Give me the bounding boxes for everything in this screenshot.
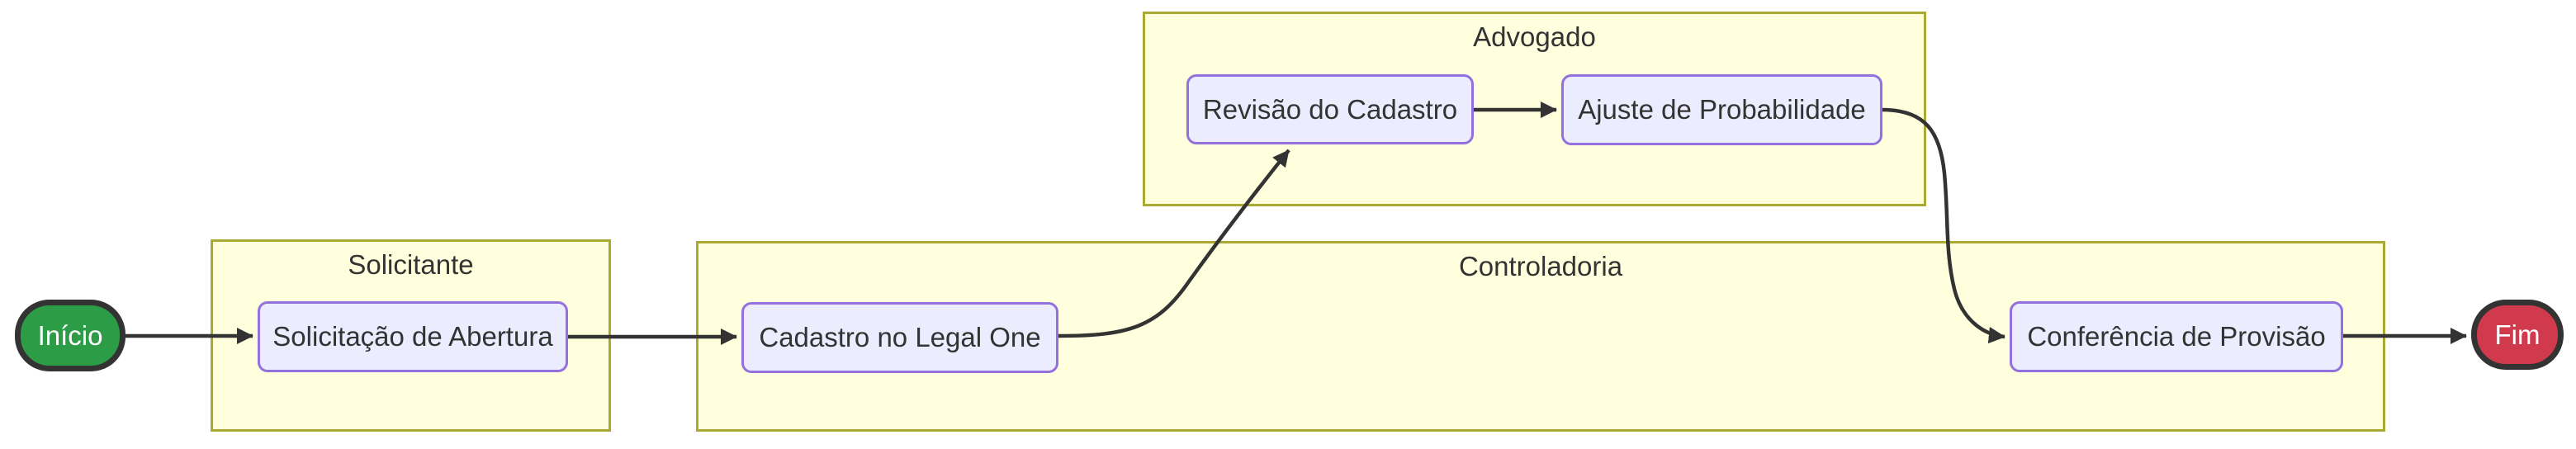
node-label: Conferência de Provisão <box>2027 321 2326 352</box>
node-ajuste-de-probabilidade: Ajuste de Probabilidade <box>1561 74 1882 145</box>
edge-cadastro-revisao <box>1058 149 1290 338</box>
node-label: Ajuste de Probabilidade <box>1578 94 1866 125</box>
start-node-label: Início <box>37 319 103 351</box>
end-node-fim: Fim <box>2471 300 2564 370</box>
subgraph-controladoria-title: Controladoria <box>1458 251 1623 281</box>
node-conferencia-de-provisao: Conferência de Provisão <box>2010 301 2343 372</box>
subgraph-solicitante-title: Solicitante <box>348 249 474 280</box>
subgraph-advogado-title: Advogado <box>1473 21 1596 52</box>
node-label: Solicitação de Abertura <box>272 321 553 352</box>
end-node-label: Fim <box>2494 319 2540 350</box>
node-solicitacao-de-abertura: Solicitação de Abertura <box>258 301 568 372</box>
node-label: Cadastro no Legal One <box>759 322 1041 352</box>
node-label: Revisão do Cadastro <box>1202 93 1458 125</box>
start-node-inicio: Início <box>15 300 125 371</box>
node-cadastro-no-legal-one: Cadastro no Legal One <box>741 302 1058 373</box>
edge-ajuste-conferencia <box>1882 107 2006 344</box>
node-revisao-do-cadastro: Revisão do Cadastro <box>1186 74 1474 144</box>
